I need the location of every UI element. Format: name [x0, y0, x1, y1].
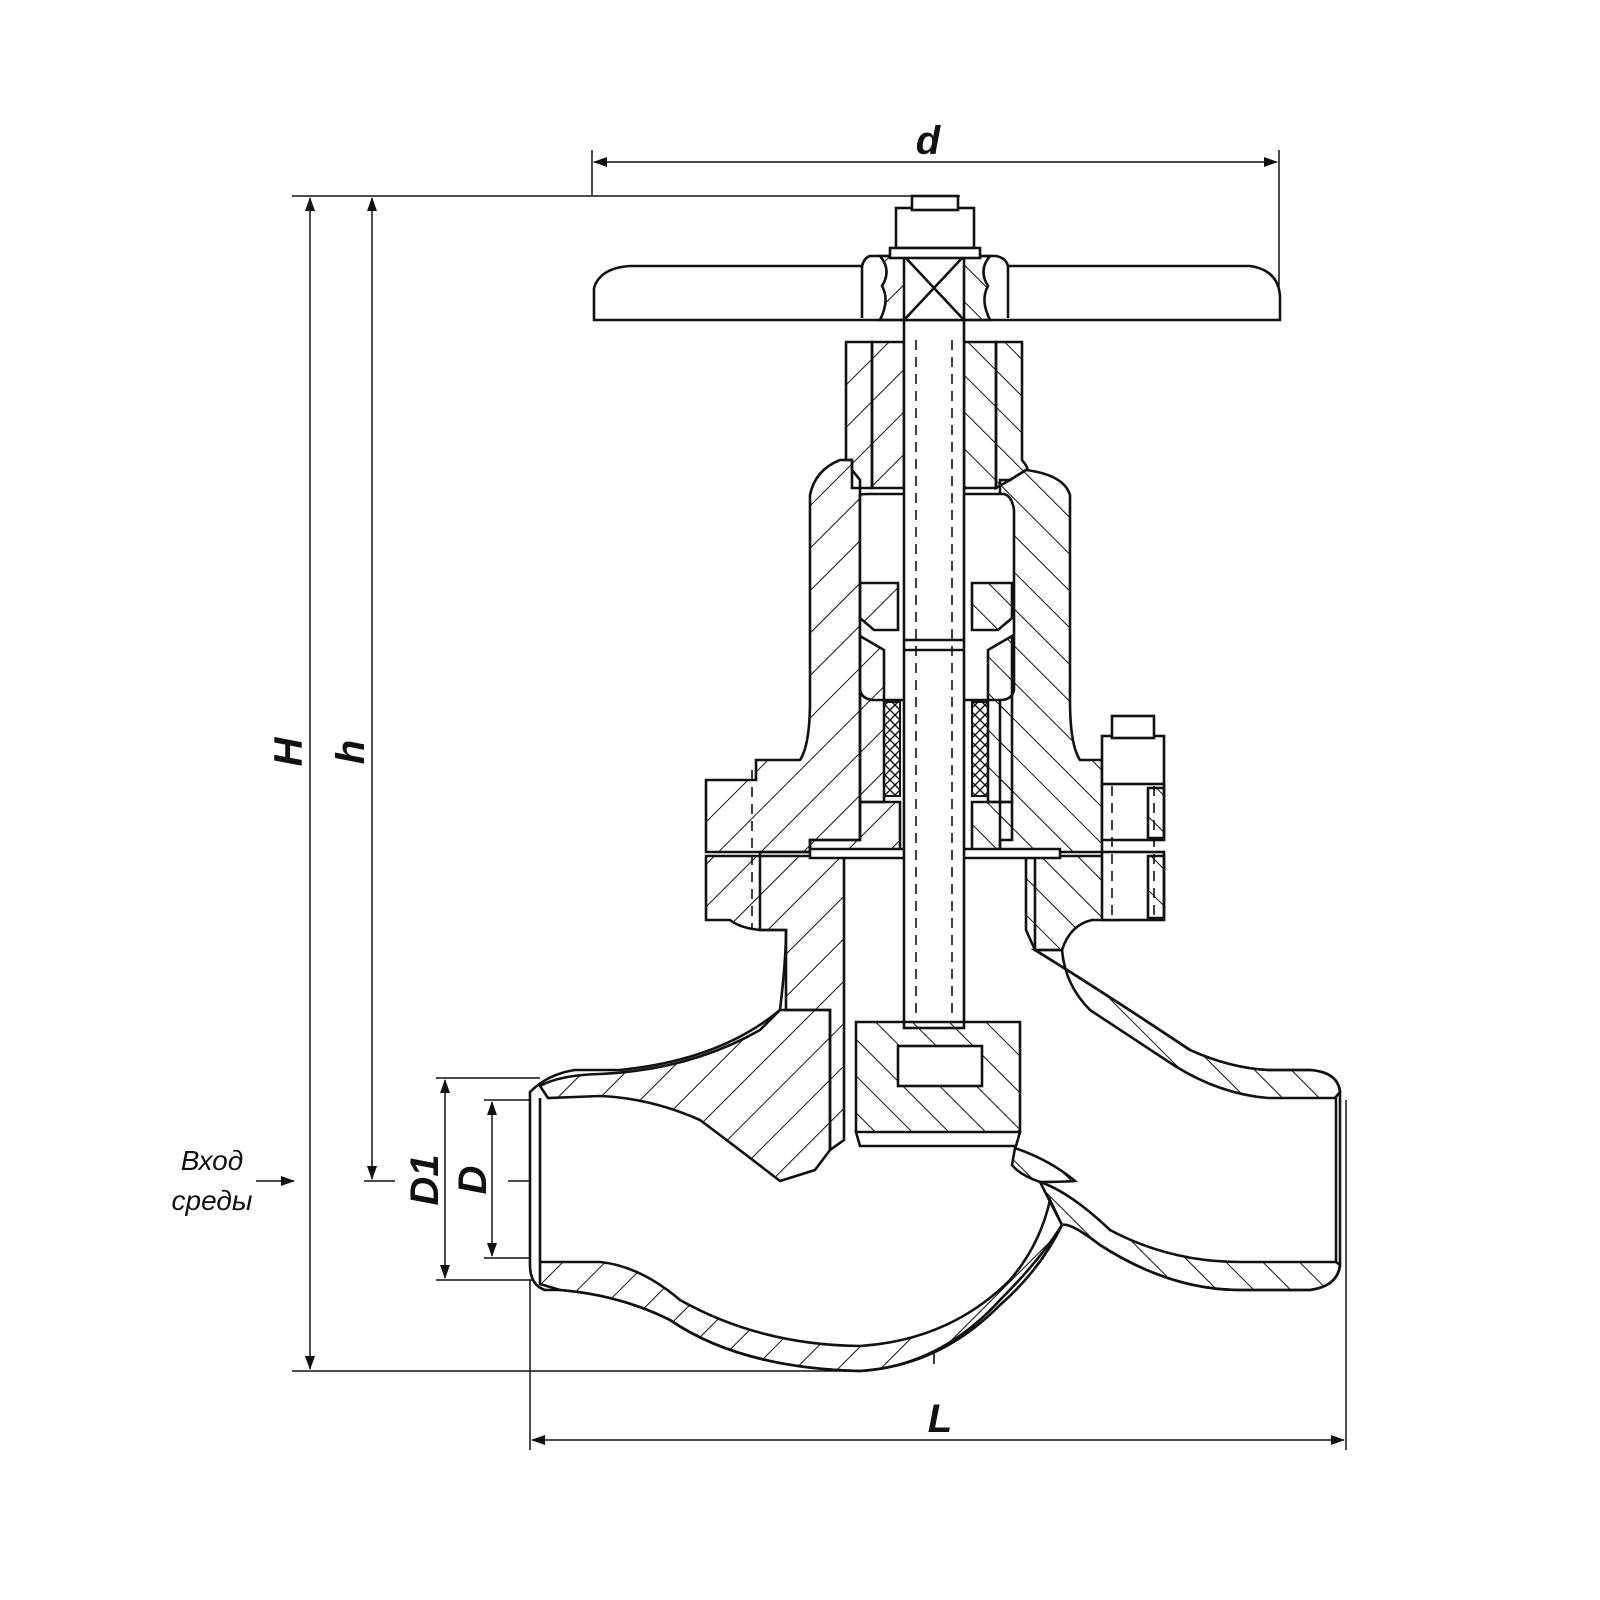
- handwheel-nut: [894, 206, 976, 250]
- stem-square: [903, 255, 965, 321]
- label-H: H: [267, 736, 311, 766]
- label-L: L: [928, 1397, 952, 1441]
- handwheel-hub-right: [962, 254, 993, 322]
- label-h: h: [329, 740, 373, 764]
- yoke-right: [994, 340, 1029, 491]
- bonnet-bush-left: [858, 633, 886, 804]
- dimension-D1: [436, 1077, 540, 1281]
- flow-label-line2: среды: [172, 1185, 253, 1216]
- stem-tip: [910, 194, 960, 212]
- body-inlet-wall: [538, 1008, 832, 1183]
- label-D: D: [451, 1166, 495, 1195]
- packing-right: [971, 701, 989, 797]
- handwheel: [592, 254, 1282, 322]
- label-D1: D1: [403, 1154, 447, 1205]
- bonnet-left: [704, 458, 862, 854]
- dimension-L: [529, 1100, 1347, 1450]
- disc-nut: [896, 1044, 984, 1088]
- handwheel-hub-left: [877, 254, 906, 322]
- packing-left: [883, 701, 901, 797]
- stem-nut-right: [962, 340, 998, 490]
- gland-right: [970, 581, 1014, 632]
- body-flange-left: [704, 854, 846, 1153]
- body-outlet-wall-top: [1030, 948, 1342, 1100]
- stem-nut-left: [870, 340, 906, 490]
- label-d: d: [916, 119, 942, 163]
- disc-seat-ring: [854, 1130, 1022, 1148]
- dimension-h: [364, 197, 395, 1182]
- dimension-H: [292, 195, 960, 1372]
- bonnet-bush-right: [986, 633, 1014, 804]
- body-outlet-wall-bottom: [1037, 1179, 1342, 1292]
- flow-label-line1: Вход: [181, 1145, 243, 1176]
- bolt-right: [1100, 714, 1166, 922]
- handwheel-washer: [888, 246, 982, 260]
- gland-left: [858, 581, 900, 632]
- body-seat-bridge: [1010, 1146, 1079, 1184]
- valve-stem: [902, 318, 966, 1030]
